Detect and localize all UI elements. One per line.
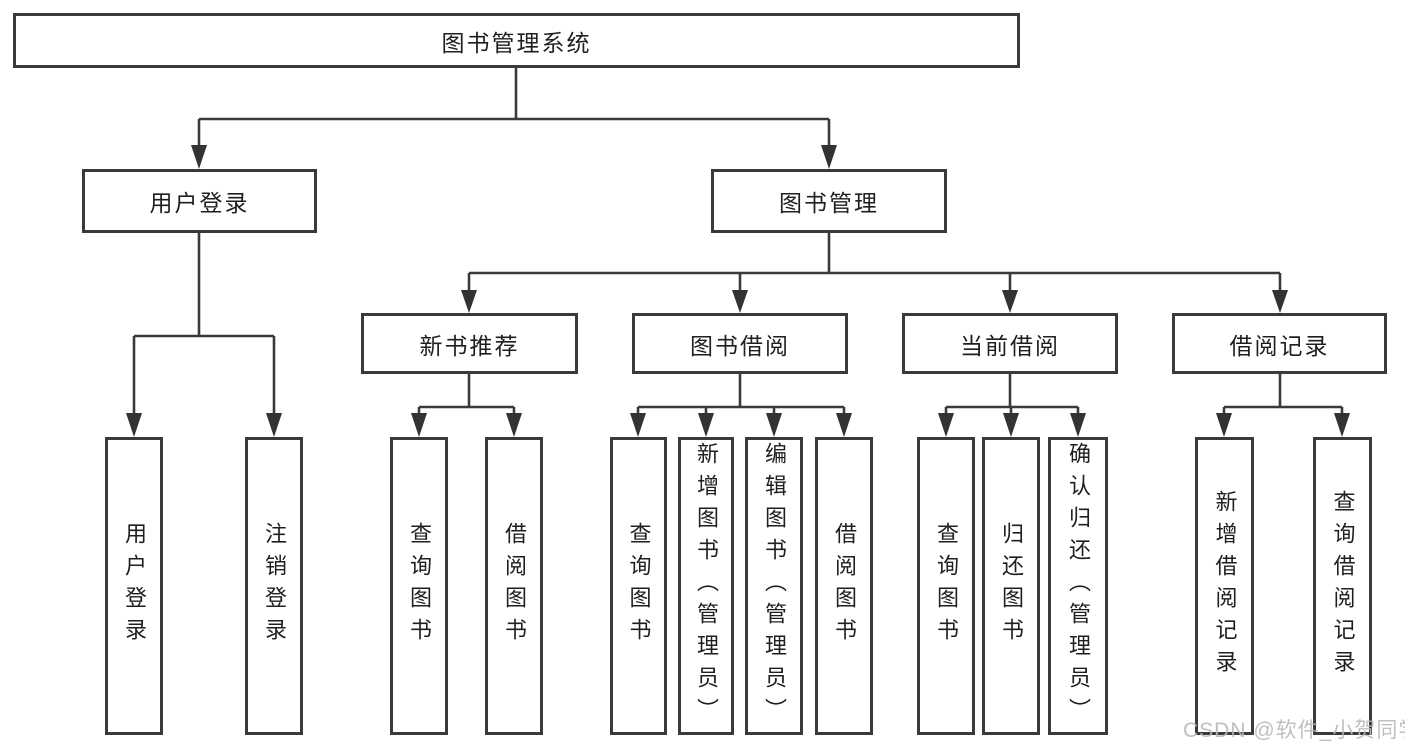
leaf-bb-edit-book-admin-label: 编辑图书（管理员） — [762, 442, 787, 730]
leaf-br-add-record-label: 新增借阅记录 — [1212, 490, 1238, 682]
node-book-borrow: 图书借阅 — [632, 313, 848, 374]
leaf-br-query-record: 查询借阅记录 — [1313, 437, 1372, 735]
leaf-nb-query-books-label: 查询图书 — [407, 522, 432, 650]
node-borrow-records: 借阅记录 — [1172, 313, 1387, 374]
leaf-cb-confirm-return-admin: 确认归还（管理员） — [1048, 437, 1108, 735]
leaf-bb-edit-book-admin: 编辑图书（管理员） — [745, 437, 803, 735]
leaf-logout-label: 注销登录 — [262, 522, 287, 650]
csdn-watermark: CSDN @软件_小贺同学 — [1183, 719, 1405, 742]
leaf-br-add-record: 新增借阅记录 — [1195, 437, 1254, 735]
leaf-cb-return-books: 归还图书 — [982, 437, 1040, 735]
node-current-borrow: 当前借阅 — [902, 313, 1118, 374]
node-user-login: 用户登录 — [82, 169, 317, 233]
leaf-bb-add-book-admin: 新增图书（管理员） — [678, 437, 734, 735]
leaf-bb-query-books: 查询图书 — [610, 437, 667, 735]
node-book-management-label: 图书管理 — [779, 190, 879, 216]
leaf-cb-confirm-return-admin-label: 确认归还（管理员） — [1066, 442, 1091, 730]
leaf-nb-query-books: 查询图书 — [390, 437, 448, 735]
leaf-cb-query-books: 查询图书 — [917, 437, 975, 735]
node-current-borrow-label: 当前借阅 — [960, 332, 1060, 359]
leaf-user-login-label: 用户登录 — [122, 522, 147, 650]
node-new-book-recommend-label: 新书推荐 — [419, 332, 520, 359]
leaf-logout: 注销登录 — [245, 437, 303, 735]
node-user-login-label: 用户登录 — [149, 190, 250, 216]
node-book-management: 图书管理 — [711, 169, 947, 233]
leaf-nb-borrow-books-label: 借阅图书 — [502, 522, 527, 650]
node-new-book-recommend: 新书推荐 — [361, 313, 578, 374]
node-book-borrow-label: 图书借阅 — [690, 332, 790, 359]
arrowhead-group — [126, 145, 1350, 437]
leaf-cb-return-books-label: 归还图书 — [999, 522, 1024, 650]
leaf-bb-borrow-books-label: 借阅图书 — [832, 522, 857, 650]
node-root-label: 图书管理系统 — [441, 29, 592, 56]
leaf-cb-query-books-label: 查询图书 — [934, 522, 959, 650]
leaf-nb-borrow-books: 借阅图书 — [485, 437, 543, 735]
leaf-bb-borrow-books: 借阅图书 — [815, 437, 873, 735]
leaf-bb-query-books-label: 查询图书 — [626, 522, 652, 650]
leaf-bb-add-book-admin-label: 新增图书（管理员） — [694, 442, 719, 730]
leaf-user-login: 用户登录 — [105, 437, 163, 735]
node-root: 图书管理系统 — [13, 13, 1020, 68]
leaf-br-query-record-label: 查询借阅记录 — [1330, 490, 1356, 682]
node-borrow-records-label: 借阅记录 — [1229, 332, 1330, 359]
